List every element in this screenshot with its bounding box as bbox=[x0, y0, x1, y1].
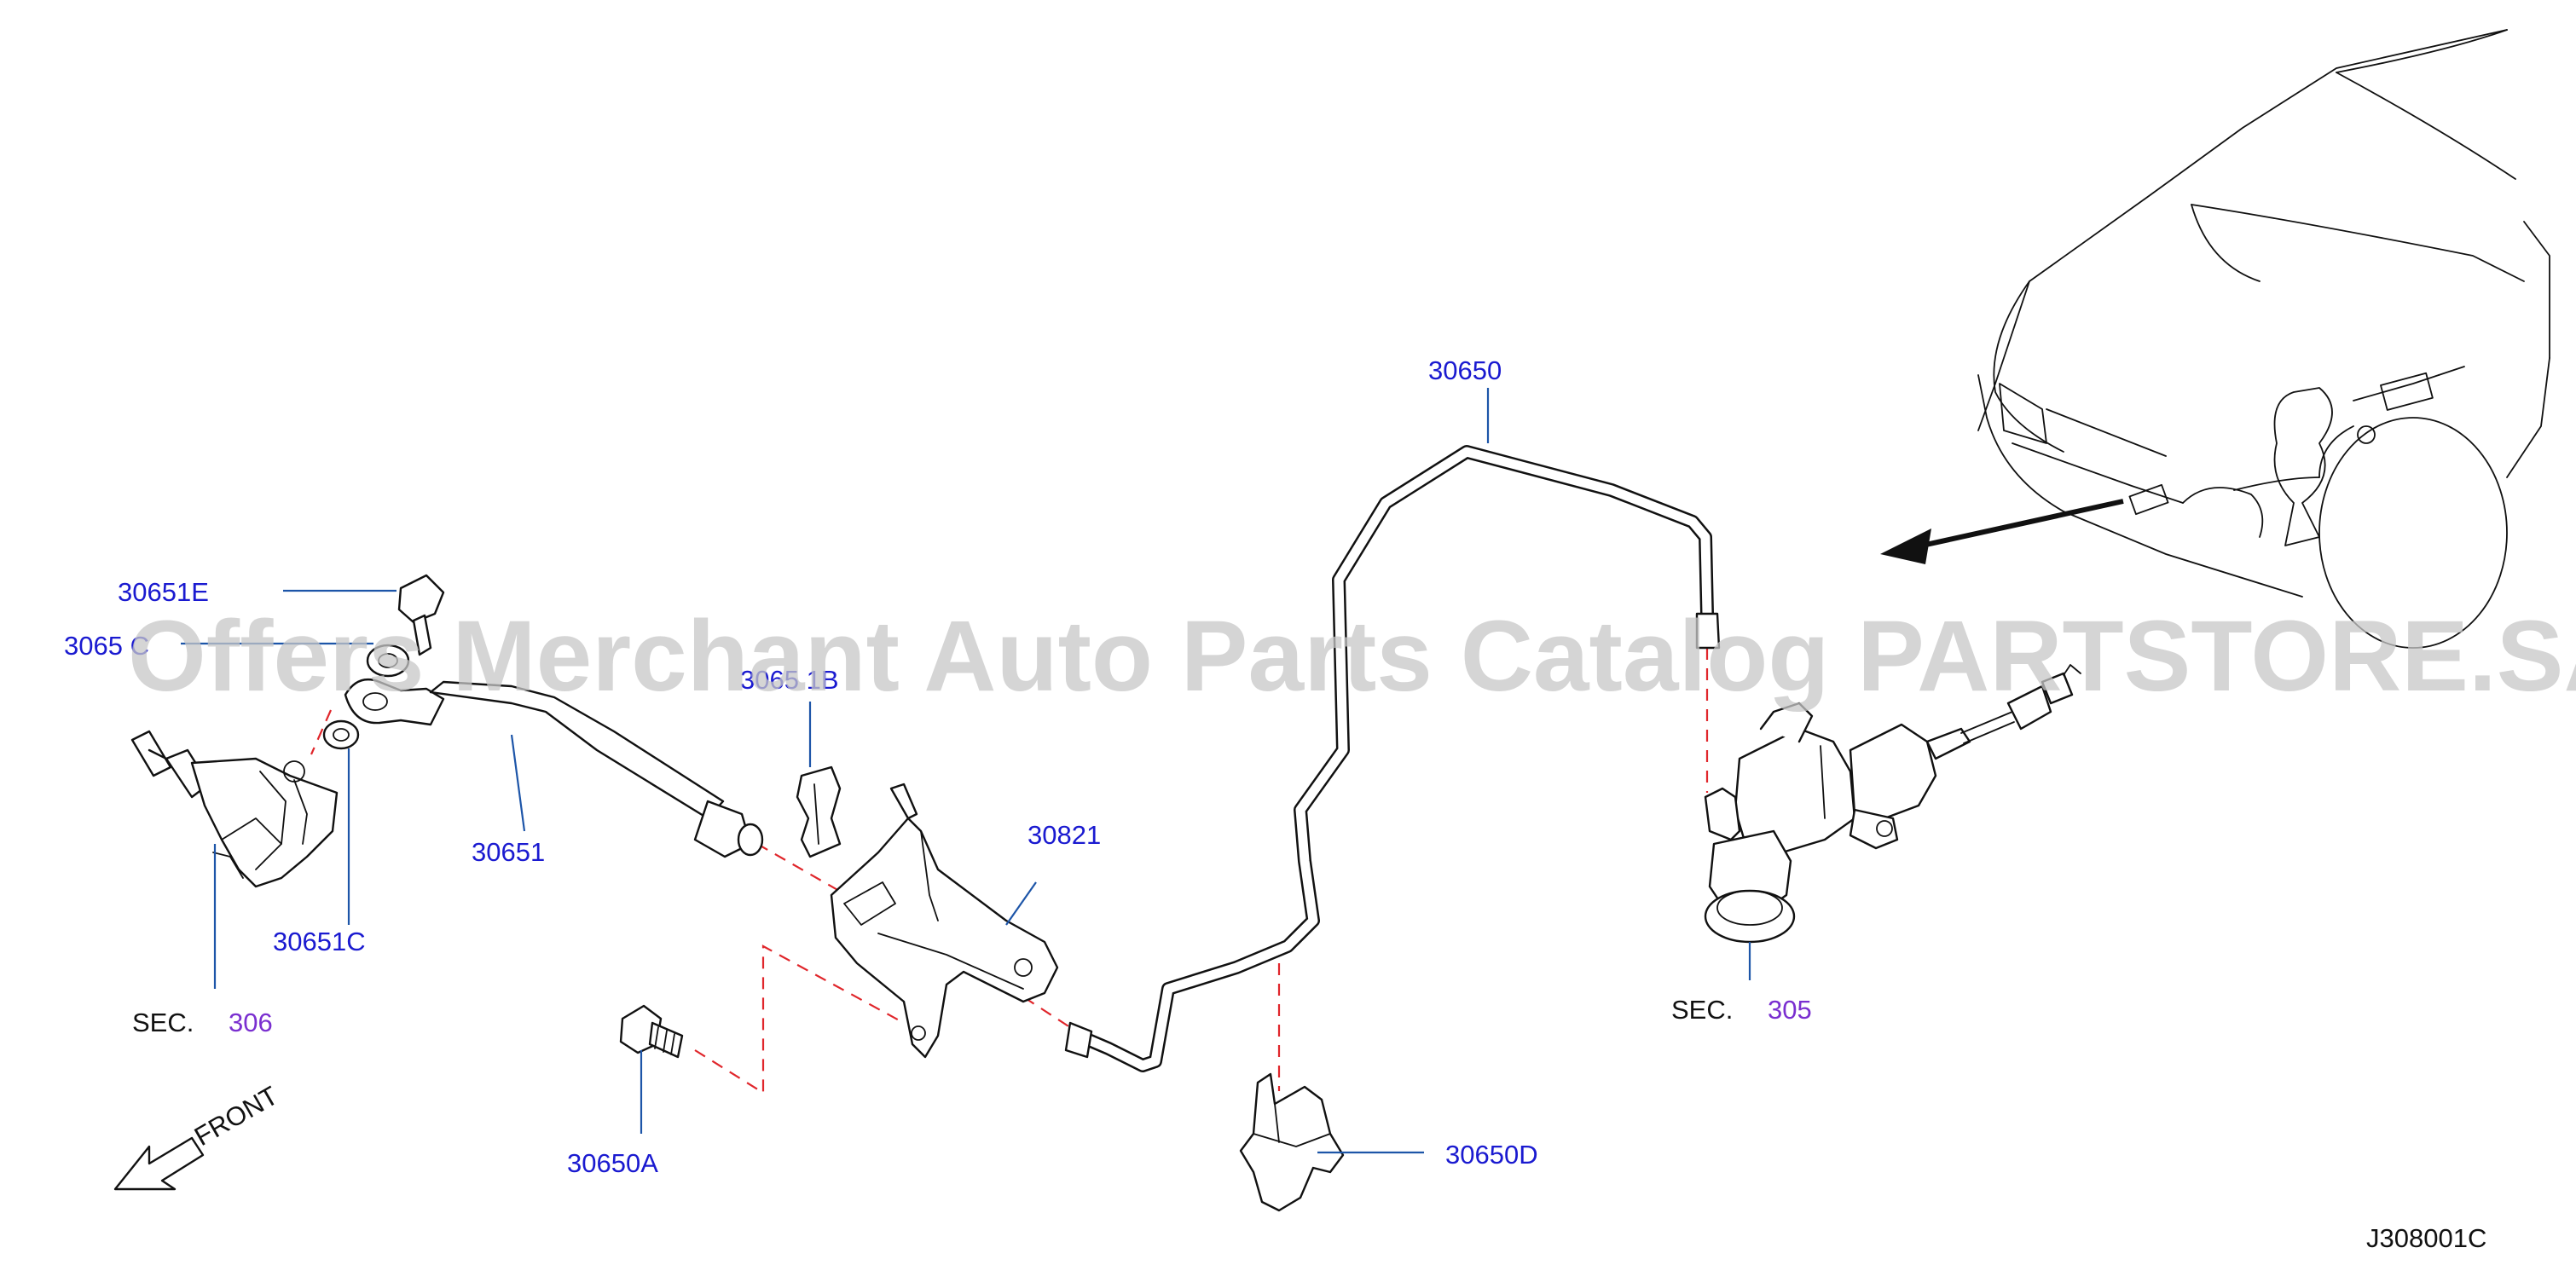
diagram-id: J308001C bbox=[2366, 1223, 2486, 1253]
part-label-30650[interactable]: 30650 bbox=[1428, 355, 1502, 385]
vehicle-outline bbox=[1977, 29, 2550, 649]
connector-bolt bbox=[397, 574, 445, 656]
part-label-30651[interactable]: 30651 bbox=[472, 837, 545, 867]
clutch-master-cylinder bbox=[1704, 664, 2081, 944]
part-label-30651C-top[interactable]: 3065 C bbox=[64, 631, 149, 661]
hose-bracket bbox=[830, 783, 1059, 1059]
part-label-30650A[interactable]: 30650A bbox=[567, 1148, 658, 1178]
section-left-prefix: SEC. bbox=[132, 1008, 194, 1037]
location-arrow bbox=[1880, 499, 2124, 564]
hose-clip bbox=[796, 765, 842, 858]
clutch-tube bbox=[1064, 445, 1721, 1072]
assembly-lines bbox=[310, 648, 1709, 1095]
clutch-operating-cylinder bbox=[130, 730, 339, 888]
part-label-30651C[interactable]: 30651C bbox=[273, 927, 366, 956]
section-right-link[interactable]: 305 bbox=[1768, 995, 1812, 1025]
part-label-30650D[interactable]: 30650D bbox=[1445, 1140, 1538, 1170]
clutch-hose bbox=[344, 678, 764, 858]
part-label-30651E[interactable]: 30651E bbox=[118, 577, 209, 607]
front-label: FRONT bbox=[189, 1080, 283, 1152]
section-left-link[interactable]: 306 bbox=[229, 1008, 273, 1037]
part-label-30651B[interactable]: 3065 1B bbox=[740, 665, 839, 695]
part-label-30821[interactable]: 30821 bbox=[1028, 820, 1101, 850]
upper-washer bbox=[366, 644, 410, 678]
copper-washer bbox=[322, 719, 360, 750]
watermark: Offers Merchant Auto Parts Catalog PARTS… bbox=[128, 600, 2576, 713]
bracket-bolt bbox=[619, 1004, 684, 1059]
tube-clip bbox=[1239, 1072, 1345, 1212]
section-right-prefix: SEC. bbox=[1671, 995, 1733, 1025]
front-indicator bbox=[113, 1136, 205, 1191]
leader-lines bbox=[181, 388, 1751, 1154]
